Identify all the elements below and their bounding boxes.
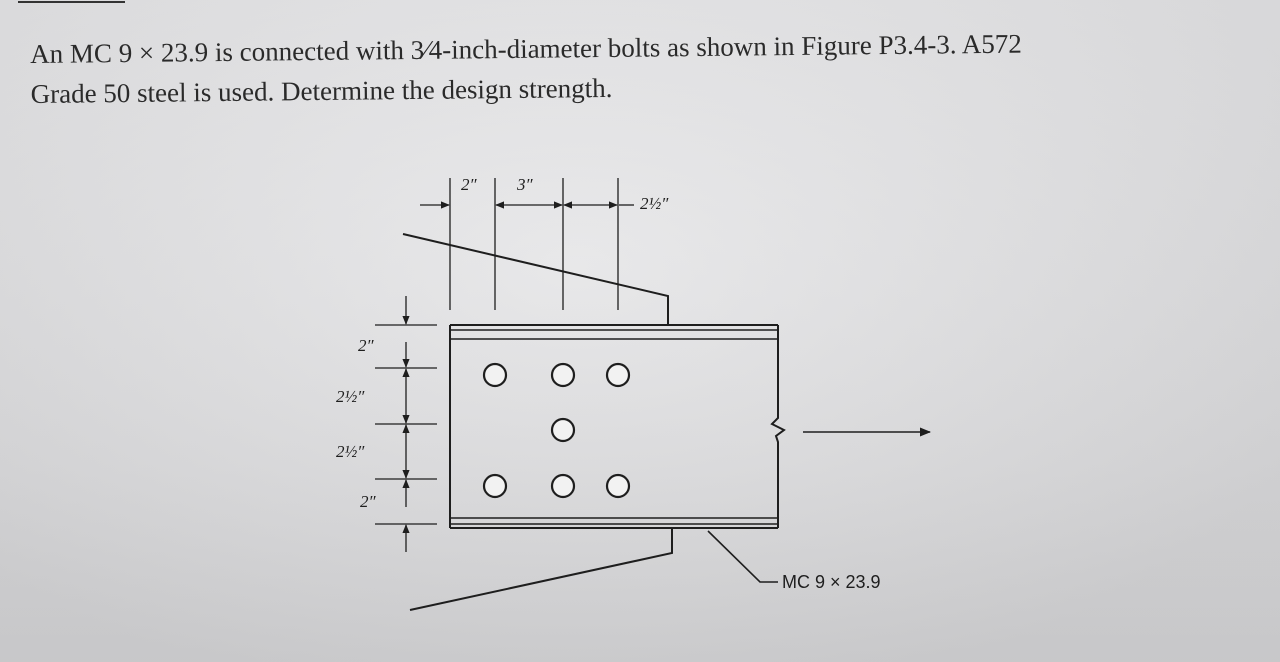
gusset-top-edge xyxy=(402,233,669,325)
dim-label-2-5in-spacing: 2½″ xyxy=(640,194,669,213)
bolt-hole xyxy=(550,417,576,443)
dim-label-2in-bottom: 2″ xyxy=(360,492,376,511)
gusset-bottom-edge xyxy=(409,528,673,611)
dim-label-2in-edge: 2″ xyxy=(461,175,477,194)
bolt-hole xyxy=(550,473,576,499)
section-leader xyxy=(707,530,778,583)
bolt-hole xyxy=(550,362,576,388)
bolt-hole xyxy=(605,473,631,499)
dim-label-3in-spacing: 3″ xyxy=(517,175,533,194)
bolt-hole xyxy=(482,473,508,499)
dim-label-2-5in-lower: 2½″ xyxy=(336,442,365,461)
bolt-hole xyxy=(605,362,631,388)
bolt-hole xyxy=(482,362,508,388)
channel-break-line xyxy=(770,325,786,528)
dim-label-2in-top: 2″ xyxy=(358,336,374,355)
dim-label-2-5in-upper: 2½″ xyxy=(336,387,365,406)
channel-section-label: MC 9 × 23.9 xyxy=(782,572,881,592)
